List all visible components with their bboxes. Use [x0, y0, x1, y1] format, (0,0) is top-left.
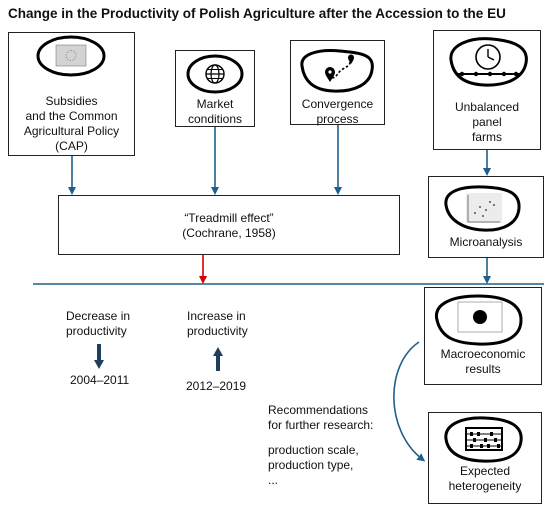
- market-conditions-box: [175, 50, 255, 127]
- increase-period: 2012–2019: [186, 379, 247, 393]
- dot-icon: [435, 294, 523, 346]
- convergence-box: [290, 40, 385, 125]
- route-map-icon: [300, 49, 374, 93]
- abacus-icon: [444, 416, 523, 463]
- diagram-title: Change in the Productivity of Polish Agr…: [8, 6, 506, 21]
- eu-flag-icon: [36, 35, 106, 77]
- increase-arrow-icon: [213, 347, 223, 371]
- scatter-plot-icon: [444, 185, 521, 232]
- decrease-arrow-icon: [94, 344, 104, 369]
- arrow-macro-hetero: [393, 341, 426, 462]
- decrease-period: 2004–2011: [70, 373, 130, 387]
- treadmill-box: [58, 195, 400, 255]
- subsidies-box: [8, 32, 135, 156]
- clock-timeline-icon: [449, 37, 528, 87]
- microanalysis-label: Microanalysis: [449, 235, 523, 249]
- treadmill-label: “Treadmill effect”(Cochrane, 1958): [182, 211, 276, 240]
- globe-icon: [186, 54, 244, 94]
